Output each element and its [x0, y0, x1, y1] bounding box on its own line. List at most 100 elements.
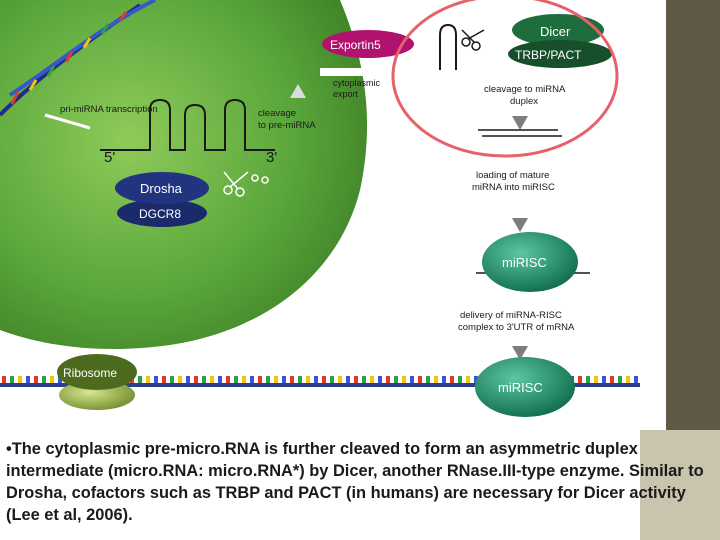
ribosome-label: Ribosome [63, 366, 117, 380]
nucleotide-base [314, 376, 318, 383]
cytoplasmic-export-arrow [392, 64, 408, 80]
cleavage-pre-mirna-label-1: cleavage [258, 108, 296, 119]
nucleotide-base [34, 376, 38, 383]
loading-label-1: loading of mature [476, 170, 549, 181]
nucleotide-base [154, 376, 158, 383]
nucleotide-base [42, 376, 46, 383]
export-arrow-head [290, 84, 306, 98]
nucleotide-base [162, 376, 166, 383]
dna-helix-icon [0, 0, 156, 117]
mirisc-bottom-label: miRISC [498, 380, 543, 395]
nucleotide-base [170, 376, 174, 383]
ribosome-large-subunit [57, 354, 137, 390]
nucleotide-base [626, 376, 630, 383]
nucleotide-base [578, 376, 582, 383]
dicer-highlight-circle [391, 0, 619, 158]
nucleotide-base [434, 376, 438, 383]
nucleotide-base [10, 376, 14, 383]
nucleotide-base [362, 376, 366, 383]
nucleotide-base [450, 376, 454, 383]
mirisc-complex-top [482, 232, 578, 292]
nucleotide-base [386, 376, 390, 383]
nucleotide-base [306, 376, 310, 383]
exportin5-protein [322, 30, 414, 58]
dicer-protein [512, 14, 604, 46]
trbp-pact-protein [508, 40, 612, 68]
nucleotide-base [250, 376, 254, 383]
nucleotide-base [186, 376, 190, 383]
cleavage-duplex-label-2: duplex [510, 96, 538, 107]
nucleotide-base [266, 376, 270, 383]
delivery-label-1: delivery of miRNA-RISC [460, 310, 562, 321]
drosha-label: Drosha [140, 181, 183, 196]
nucleotide-base [586, 376, 590, 383]
nucleotide-base [346, 376, 350, 383]
nucleotide-base [322, 376, 326, 383]
scissors-icon [223, 171, 269, 197]
nucleotide-base [202, 376, 206, 383]
dgcr8-protein [117, 199, 207, 227]
nucleotide-base [330, 376, 334, 383]
nucleotide-base [282, 376, 286, 383]
cleavage-pre-mirna-label-2: to pre-miRNA [258, 120, 316, 131]
nucleotide-base [618, 376, 622, 383]
cytoplasmic-export-label-1: cytoplasmic [333, 78, 381, 88]
mirna-biogenesis-diagram: pri-miRNA transcription 5' 3' Drosha DGC… [0, 0, 640, 417]
nucleotide-base [26, 376, 30, 383]
nucleotide-base [370, 376, 374, 383]
mirisc-complex-bottom [475, 357, 575, 417]
loading-label-2: miRNA into miRISC [472, 182, 555, 193]
nucleotide-base [402, 376, 406, 383]
pri-mirna-transcription-label: pri-miRNA transcription [60, 104, 158, 115]
pri-mirna-hairpins [100, 98, 275, 151]
nucleotide-base [178, 376, 182, 383]
nucleotide-base [234, 376, 238, 383]
caption-bullet: • [6, 440, 12, 458]
caption-body: The cytoplasmic pre-micro.RNA is further… [6, 440, 704, 524]
nucleotide-base [426, 376, 430, 383]
dicer-label: Dicer [540, 24, 571, 39]
five-prime-label: 5' [104, 149, 115, 166]
trbp-pact-label: TRBP/PACT [515, 48, 582, 62]
nucleotide-base [602, 376, 606, 383]
cytoplasmic-export-label-2: export [333, 89, 359, 99]
nucleotide-base [274, 376, 278, 383]
nucleotide-base [610, 376, 614, 383]
nucleotide-base [58, 376, 62, 383]
nucleotide-base [634, 376, 638, 383]
nucleotide-base [338, 376, 342, 383]
drosha-protein [115, 172, 209, 204]
nucleotide-base [466, 376, 470, 383]
caption-band [640, 430, 720, 540]
nucleotide-base [594, 376, 598, 383]
nucleotide-base [354, 376, 358, 383]
nucleotide-base [410, 376, 414, 383]
nucleotide-base [226, 376, 230, 383]
nucleotide-base [146, 376, 150, 383]
dicer-scissors-icon [461, 29, 485, 51]
delivery-label-2: complex to 3'UTR of mRNA [458, 322, 575, 333]
nucleotide-base [378, 376, 382, 383]
nucleotide-base [138, 376, 142, 383]
nucleotide-base [394, 376, 398, 383]
nucleotide-base [458, 376, 462, 383]
exportin5-label: Exportin5 [330, 38, 381, 52]
cleavage-duplex-label-1: cleavage to miRNA [484, 84, 566, 95]
nucleotide-base [218, 376, 222, 383]
nucleotide-base [258, 376, 262, 383]
nucleotide-base [18, 376, 22, 383]
nucleotide-base [50, 376, 54, 383]
nucleotide-base [298, 376, 302, 383]
nucleotide-base [2, 376, 6, 383]
nucleotide-base [418, 376, 422, 383]
nucleotide-base [474, 376, 478, 383]
three-prime-label: 3' [266, 149, 277, 166]
mirna-duplex [478, 129, 562, 137]
nucleotide-base [194, 376, 198, 383]
mirisc-top-label: miRISC [502, 255, 547, 270]
dgcr8-label: DGCR8 [139, 207, 181, 221]
transcription-arrow [44, 113, 91, 130]
pre-mirna-hairpin [439, 23, 457, 70]
nucleotide-base [442, 376, 446, 383]
nucleotide-base [242, 376, 246, 383]
